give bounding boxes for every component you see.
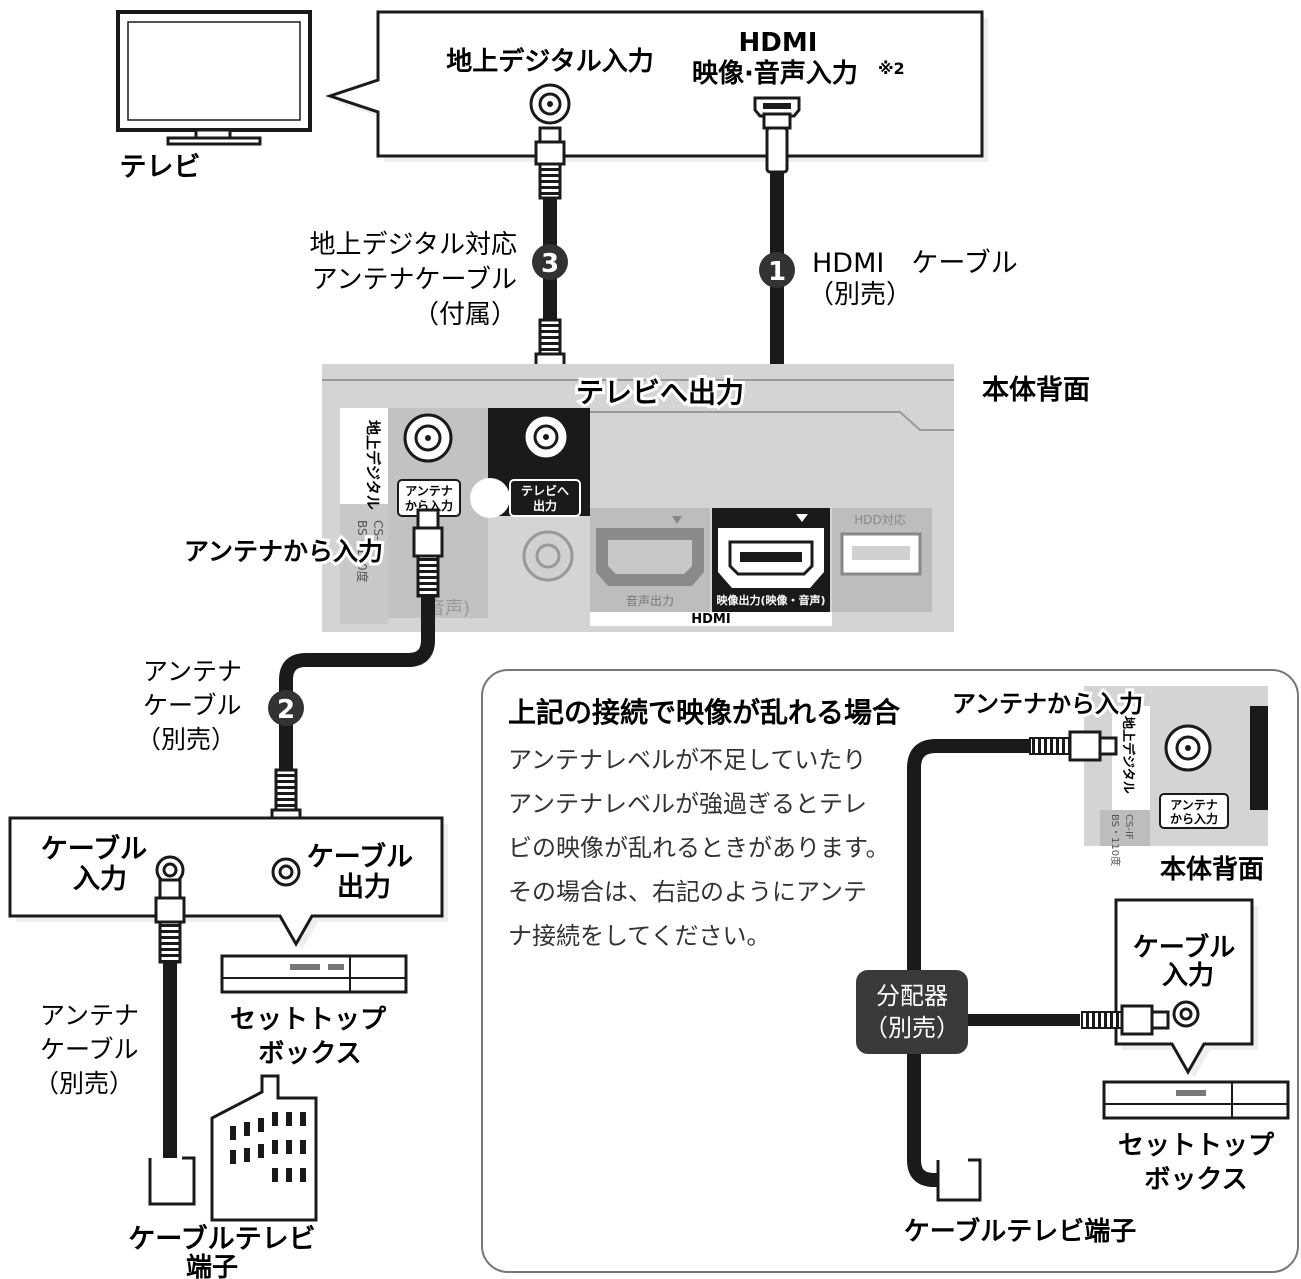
note-in-from-antenna-label: アンテナから入力	[952, 690, 1143, 718]
panel-digital-label: 地上デジタル	[364, 420, 382, 510]
unit-in-from-antenna-label: アンテナから入力	[184, 537, 383, 566]
panel-hdmi-label: HDMI	[691, 612, 730, 627]
unit-out-to-tv-label: テレビへ出力	[576, 376, 744, 409]
unit-rear-label: 本体背面	[982, 375, 1090, 406]
cable-3-label-3: （付属）	[413, 300, 517, 330]
note-body-5: ナ接続をしてください。	[508, 922, 771, 950]
panel-bs-label-1: BS・110度	[355, 520, 370, 583]
cable-2-label-1: アンテナ	[143, 657, 242, 686]
cable-1-badge: 1	[759, 252, 795, 288]
panel-hdd-label: HDD対応	[854, 513, 906, 527]
panel-audio-out-label: 音声出力	[626, 593, 674, 608]
tv-input-hdmi-label-2: 映像·音声入力	[692, 58, 858, 89]
tv-hdmi-jack-icon	[753, 96, 801, 118]
cable-4	[154, 878, 186, 1176]
stb-cable-in-label-2: 入力	[73, 864, 127, 895]
note-body-1: アンテナレベルが不足していたり	[508, 746, 866, 774]
panel-tv-out-label-1: テレビへ	[521, 483, 569, 498]
note-stb-cable-in-label-2: 入力	[1162, 961, 1214, 991]
tv-icon	[116, 10, 312, 146]
cable-1-label-2: （別売）	[808, 280, 912, 310]
splitter-label-1: 分配器	[876, 982, 948, 1010]
unit-antenna-in-jack-icon	[403, 413, 453, 463]
stb-device-icon	[220, 954, 408, 994]
note-stb-cable-in-label-1: ケーブル	[1133, 932, 1235, 963]
svg-text:2: 2	[277, 695, 295, 725]
note-body-3: ビの映像が乱れるときがあります。	[508, 834, 890, 862]
cable-4-label-3: （別売）	[34, 1069, 134, 1098]
splitter-icon	[856, 970, 968, 1054]
unit-video-out-hdmi-icon	[718, 514, 824, 588]
note-stb-name-2: ボックス	[1144, 1165, 1247, 1195]
note-cables	[907, 730, 1170, 1187]
stb-name-1: セットトップ	[230, 1005, 387, 1035]
note-terminal-label: ケーブルテレビ端子	[904, 1216, 1136, 1247]
tv-input-digital-label: 地上デジタル入力	[446, 46, 653, 77]
cable-2-label-3: （別売）	[136, 725, 236, 754]
note-panel-antenna-in-label-1: アンテナ	[1170, 798, 1218, 812]
building-icon	[210, 1074, 318, 1222]
note-title: 上記の接続で映像が乱れる場合	[508, 696, 901, 729]
cable-4-label-2: ケーブル	[40, 1035, 139, 1064]
cable-2-label-2: ケーブル	[143, 691, 242, 720]
tv-label: テレビ	[120, 152, 201, 183]
svg-text:1: 1	[768, 257, 786, 287]
note-rear-panel	[1084, 686, 1268, 846]
note-body-2: アンテナレベルが強過ぎるとテレ	[508, 790, 867, 818]
cable-1-label-1: HDMI ケーブル	[812, 248, 1018, 279]
tv-callout	[325, 10, 988, 162]
terminal-label-1: ケーブルテレビ	[128, 1223, 315, 1255]
note-stb-device-icon	[1102, 1080, 1290, 1120]
cable-3-badge: 3	[532, 244, 568, 280]
svg-text:3: 3	[541, 249, 559, 279]
tv-coax-jack-icon	[529, 83, 571, 125]
stb-cable-out-label-1: ケーブル	[307, 841, 413, 873]
cable-tv-terminal-icon	[148, 1156, 196, 1206]
unit-tv-out-jack-icon	[522, 413, 570, 461]
panel-bs-label-2: CS-IF	[371, 520, 385, 551]
note-stb-name-1: セットトップ	[1118, 1131, 1275, 1161]
stb-cable-out-label-2: 出力	[337, 872, 391, 903]
terminal-label-2: 端子	[186, 1253, 238, 1279]
splitter-label-2: （別売）	[864, 1014, 960, 1042]
stb-callout	[8, 816, 448, 950]
stb-cable-out-jack-icon	[271, 857, 301, 887]
stb-name-2: ボックス	[258, 1039, 361, 1069]
panel-video-out-label: 映像出力(映像・音声)	[716, 593, 825, 607]
note-body-4: その場合は、右記のようにアンテ	[508, 878, 867, 906]
panel-tv-out-label-2: 出力	[533, 498, 557, 513]
stb-cable-in-label-1: ケーブル	[41, 833, 147, 865]
note-stb-cable-in-jack-icon	[1172, 1000, 1200, 1028]
cable-3-label-1: 地上デジタル対応	[310, 230, 517, 260]
stb-cable-in-jack-icon	[155, 855, 185, 885]
unit-audio-out-hdmi-icon	[596, 516, 704, 586]
note-panel-bs-label-2: CS-IF	[1123, 814, 1134, 840]
unit-usb-port-icon	[840, 532, 922, 576]
note-panel-digital-label: 地上デジタル	[1120, 716, 1136, 794]
cable-4-label-1: アンテナ	[40, 1001, 139, 1030]
note-rear-label: 本体背面	[1160, 855, 1264, 885]
tv-input-hdmi-note: ※2	[878, 59, 905, 78]
note-panel-antenna-in-label-2: から入力	[1170, 811, 1218, 826]
cable-2-badge: 2	[268, 690, 304, 726]
unit-bs-cs-jack-icon	[522, 530, 574, 582]
cable-3-label-2: アンテナケーブル	[312, 265, 517, 295]
panel-antenna-in-label-1: アンテナ	[405, 484, 453, 498]
note-panel-bs-label-1: BS・110度	[1109, 814, 1122, 866]
tv-input-hdmi-label: HDMI	[739, 28, 818, 58]
note-terminal-icon	[936, 1158, 982, 1202]
